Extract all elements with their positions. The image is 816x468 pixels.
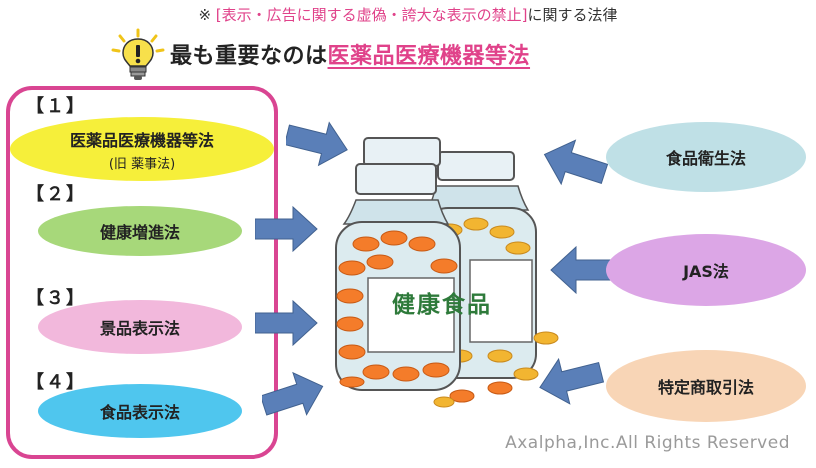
copyright-notice: Axalpha,Inc.All Rights Reserved — [505, 433, 790, 453]
arrow-right-icon — [286, 121, 348, 167]
lightbulb-icon — [111, 28, 165, 80]
headline-highlight: 医薬品医療機器等法 — [327, 44, 531, 69]
law-sublabel-pharma: (旧 薬事法) — [108, 156, 176, 172]
primary-laws-frame — [6, 86, 278, 459]
law-ellipse-pharma: 医薬品医療機器等法 (旧 薬事法) — [10, 117, 274, 181]
health-food-label: 健康食品 — [392, 292, 492, 318]
law-label-health-promotion: 健康増進法 — [99, 223, 180, 242]
law-ellipse-premiums: 景品表示法 — [38, 300, 242, 354]
arrow-right-icon — [255, 299, 318, 347]
law-number-3: 【３】 — [26, 288, 86, 309]
supplement-bottles-illustration — [335, 137, 559, 408]
note-suffix: に関する法律 — [527, 6, 618, 24]
law-label-specified-commercial: 特定商取引法 — [657, 378, 754, 397]
law-label-pharma: 医薬品医療機器等法 — [69, 130, 214, 150]
law-number-2: 【２】 — [26, 184, 86, 205]
law-ellipse-specified-commercial: 特定商取引法 — [606, 350, 806, 422]
note-highlight: [表示・広告に関する虚偽・誇大な表示の禁止] — [215, 6, 528, 24]
arrow-right-icon — [262, 371, 324, 416]
law-label-food-sanitation: 食品衛生法 — [665, 149, 746, 168]
headline-prefix: 最も重要なのは — [170, 44, 328, 69]
law-ellipse-jas: JAS法 — [606, 234, 806, 306]
law-label-jas: JAS法 — [683, 262, 729, 281]
law-ellipse-food-sanitation: 食品衛生法 — [606, 122, 806, 192]
law-label-premiums: 景品表示法 — [99, 319, 180, 338]
law-label-food-labeling: 食品表示法 — [99, 403, 180, 422]
note-prefix: ※ — [198, 6, 216, 24]
law-scope-note: ※ [表示・広告に関する虚偽・誇大な表示の禁止]に関する法律 — [0, 4, 816, 25]
arrow-left-icon — [550, 245, 613, 295]
law-ellipse-health-promotion: 健康増進法 — [38, 206, 242, 256]
arrow-left-icon — [539, 357, 604, 405]
arrow-left-icon — [543, 139, 608, 186]
law-ellipse-food-labeling: 食品表示法 — [38, 384, 242, 438]
law-number-4: 【４】 — [26, 372, 86, 393]
arrow-right-icon — [255, 205, 318, 253]
law-number-1: 【１】 — [26, 96, 86, 117]
headline: 最も重要なのは医薬品医療機器等法 — [170, 38, 530, 70]
